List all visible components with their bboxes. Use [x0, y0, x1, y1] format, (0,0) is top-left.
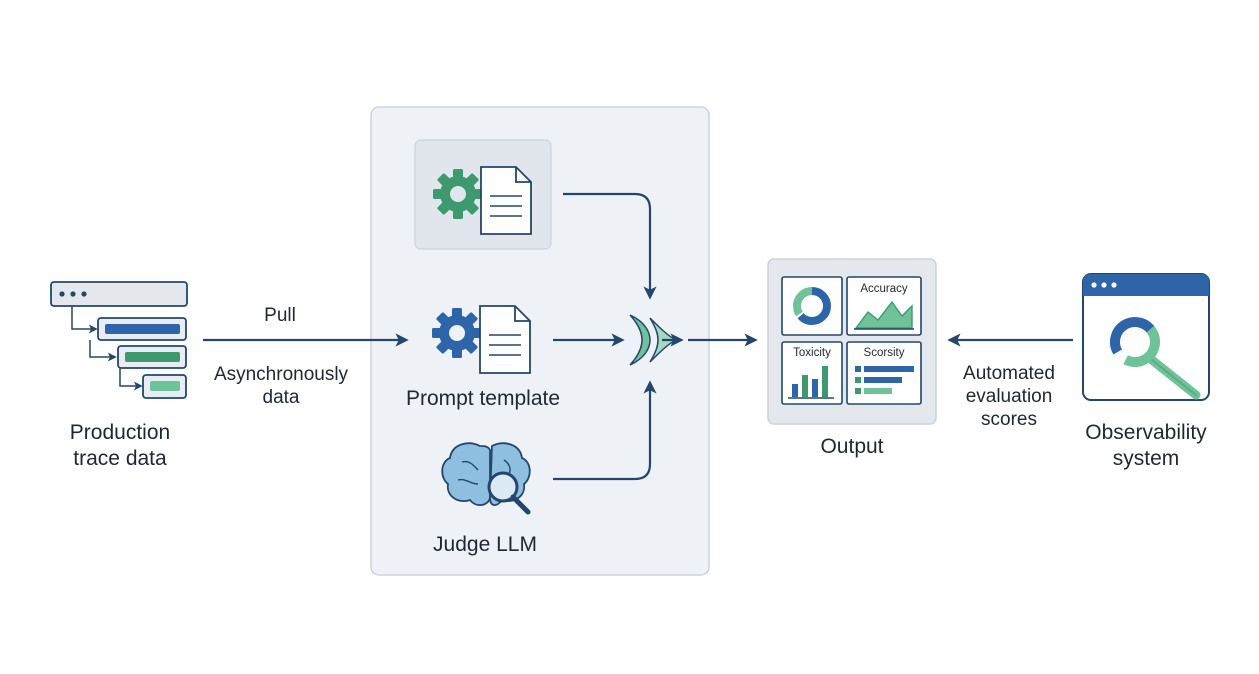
list-chart-icon: [855, 366, 914, 394]
pull-label: Pull: [264, 305, 296, 326]
area-chart-icon: [854, 300, 913, 329]
judge-arrow: [553, 380, 657, 481]
config-arrow: [563, 192, 657, 300]
output-label: Output: [820, 435, 884, 458]
config-document-icon: [480, 166, 532, 235]
browser-magnifier-icon: [1082, 273, 1210, 401]
config-gear-document-icon: [433, 169, 483, 219]
bar-chart-icon: [788, 366, 834, 399]
prompt-document-icon: [479, 305, 531, 374]
judge-llm-label: Judge LLM: [433, 533, 537, 556]
production-label: Production trace data: [40, 420, 200, 471]
async-data-label-line2: data: [262, 387, 300, 409]
scores-label-line2: evaluation: [965, 386, 1053, 408]
trace-tree-icon: [50, 281, 188, 399]
prompt-template-label: Prompt template: [405, 387, 561, 410]
prompt-gear-icon: [432, 308, 482, 358]
accuracy-tile-label: Accuracy: [860, 283, 908, 295]
scorsity-tile-label: Scorsity: [863, 347, 905, 359]
observability-label-line2: system: [1112, 446, 1180, 470]
async-data-label: Asynchronously data: [196, 363, 366, 409]
toxicity-tile-label: Toxicity: [793, 347, 831, 359]
async-data-label-line1: Asynchronously: [213, 364, 349, 385]
observability-label: Observability system: [1066, 420, 1226, 471]
production-label-line2: trace data: [73, 446, 167, 470]
observability-label-line1: Observability: [1085, 421, 1207, 444]
donut-tile: [781, 276, 843, 336]
merge-arrows-icon: [629, 314, 684, 366]
production-label-line1: Production: [69, 421, 171, 444]
scores-label-line1: Automated: [963, 363, 1055, 384]
scores-label-line3: scores: [981, 409, 1037, 431]
brain-magnifier-icon: [441, 442, 531, 515]
scores-label: Automated evaluation scores: [945, 362, 1073, 432]
